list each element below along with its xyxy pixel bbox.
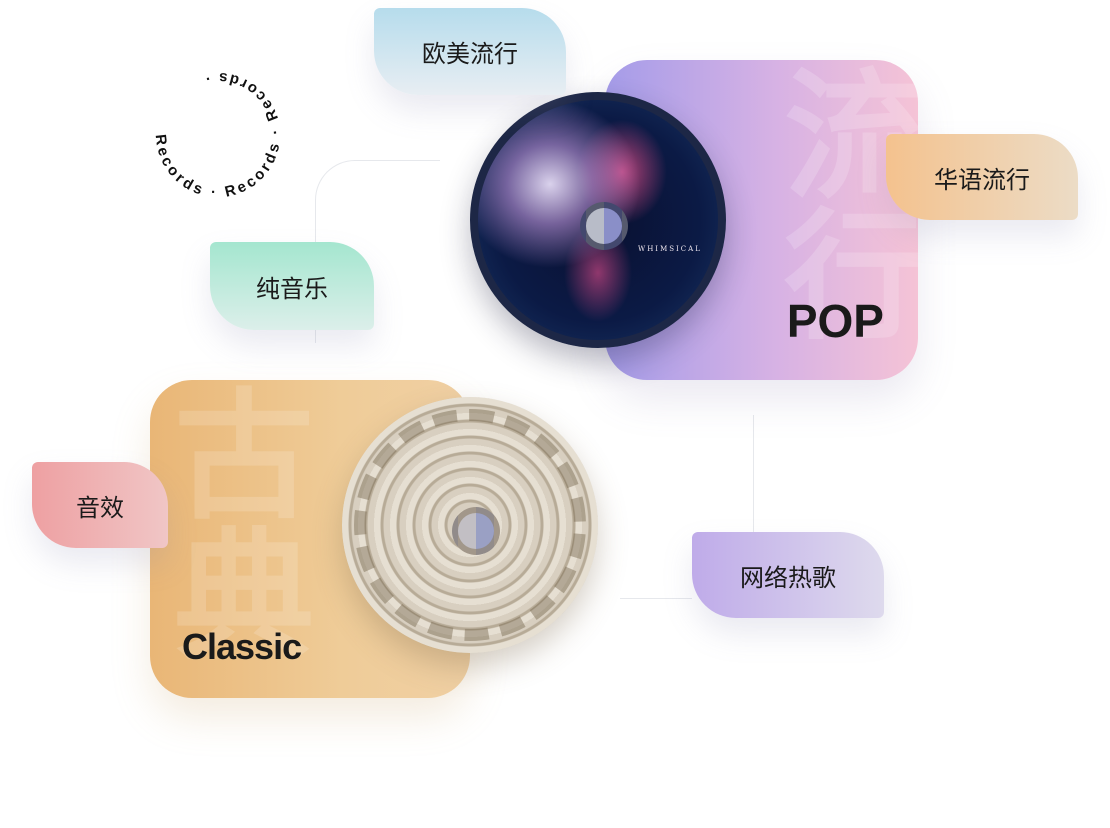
tag-internet-hits[interactable]: 网络热歌 — [692, 532, 884, 618]
tag-label: 华语流行 — [934, 165, 1030, 194]
tag-label: 音效 — [76, 493, 124, 522]
pop-watermark: 流行 — [760, 62, 918, 342]
records-circular-badge: Records · Records · Records · — [152, 69, 284, 201]
tag-western-pop[interactable]: 欧美流行 — [374, 8, 566, 95]
tag-label: 欧美流行 — [422, 40, 518, 68]
pop-card-title: POP — [786, 295, 884, 347]
tag-instrumental[interactable]: 纯音乐 — [210, 242, 374, 330]
classic-card-title: Classic — [182, 626, 302, 667]
classic-ornament-disc — [342, 397, 598, 653]
disc-album-label: WHIMSICAL — [638, 245, 702, 253]
disc-hole — [580, 202, 628, 250]
pop-vinyl-disc: WHIMSICAL — [470, 92, 726, 348]
tag-label: 纯音乐 — [256, 274, 328, 303]
tag-sound-effects[interactable]: 音效 — [32, 462, 168, 548]
svg-text:Records · Records · Records ·: Records · Records · Records · — [152, 69, 284, 201]
disc-hole — [452, 507, 500, 555]
classic-watermark: 古典 — [150, 382, 313, 662]
tag-chinese-pop[interactable]: 华语流行 — [886, 134, 1078, 220]
tag-label: 网络热歌 — [740, 563, 836, 592]
